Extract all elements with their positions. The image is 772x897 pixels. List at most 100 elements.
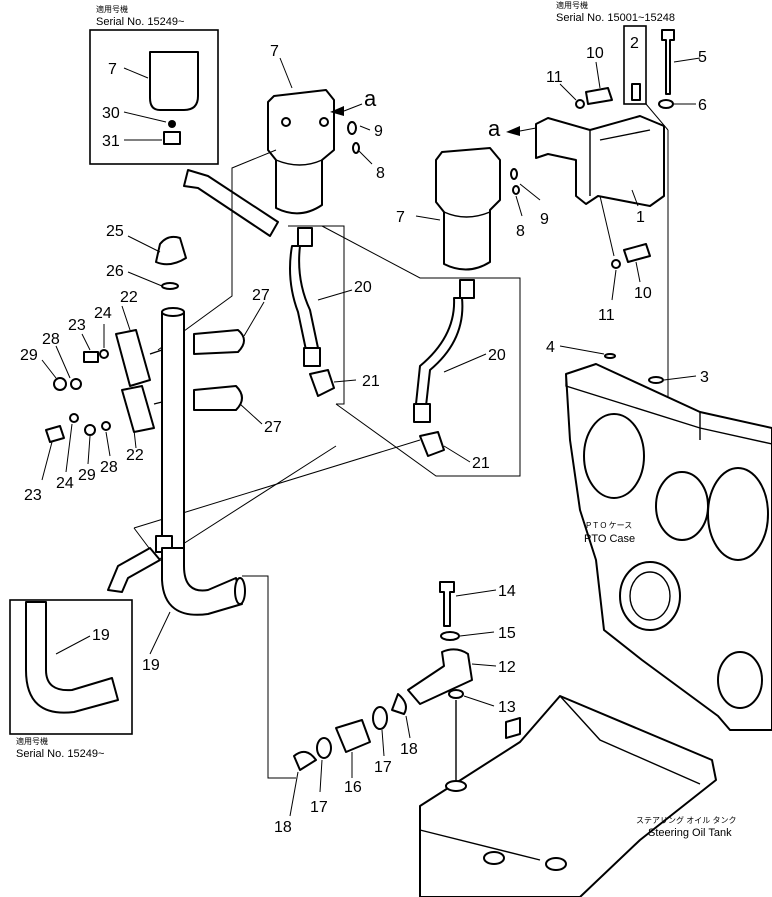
callout-23: 23 bbox=[24, 487, 42, 504]
part-2-plug bbox=[631, 83, 641, 101]
leader-10-low bbox=[635, 261, 641, 283]
part-19-pipe-bend bbox=[161, 547, 243, 616]
tank-boss-1 bbox=[483, 851, 505, 865]
filler-pipe bbox=[127, 235, 246, 655]
caption-inset-bottom-jp: 適用号機 bbox=[16, 736, 48, 746]
part-8-oring bbox=[352, 142, 360, 154]
pto-opening-1 bbox=[583, 413, 645, 499]
leader-21-left bbox=[333, 379, 357, 383]
leader-22-upper bbox=[121, 305, 131, 331]
filter-case-inset bbox=[149, 51, 199, 111]
callout-30: 30 bbox=[102, 105, 120, 122]
bolt-axis-low bbox=[599, 195, 615, 257]
callout-11: 11 bbox=[598, 307, 615, 324]
part-26-gasket bbox=[161, 282, 179, 290]
tank-body bbox=[419, 695, 717, 897]
arrow-inset-top bbox=[183, 169, 279, 237]
callout-28: 28 bbox=[100, 459, 118, 476]
callout-18: 18 bbox=[274, 819, 292, 836]
part-25-cap bbox=[155, 235, 187, 266]
leader-24-lower bbox=[65, 423, 73, 473]
part-8b-oring bbox=[512, 185, 520, 195]
part-23-bolt-lower bbox=[45, 425, 65, 443]
leader-17-left bbox=[319, 759, 323, 793]
callout-21: 21 bbox=[472, 455, 490, 472]
callout-19-inset: 19 bbox=[92, 627, 110, 644]
part-24-washer-lower bbox=[69, 413, 79, 423]
tank-edge-1 bbox=[419, 806, 541, 861]
leader-21-right bbox=[443, 445, 471, 463]
callout-26: 26 bbox=[106, 263, 124, 280]
pipe-vertical bbox=[161, 311, 185, 549]
leader-20-right bbox=[443, 353, 487, 373]
leader-30 bbox=[123, 111, 167, 123]
inset-top-left bbox=[89, 29, 219, 165]
callout-20: 20 bbox=[354, 279, 372, 296]
part-12-elbow bbox=[407, 648, 473, 705]
filter-seam bbox=[275, 159, 323, 166]
tank-boss-2 bbox=[545, 857, 567, 871]
callout-1: 1 bbox=[636, 209, 645, 226]
callout-20: 20 bbox=[488, 347, 506, 364]
leader-13 bbox=[463, 695, 495, 707]
callout-13: 13 bbox=[498, 699, 516, 716]
leader-7-right bbox=[415, 215, 441, 221]
part-3-oring bbox=[648, 376, 664, 384]
filter-body bbox=[267, 89, 335, 215]
leader-28-upper bbox=[55, 345, 71, 379]
callout-6: 6 bbox=[698, 97, 707, 114]
part-1-block bbox=[535, 115, 665, 207]
filter-left bbox=[267, 57, 373, 215]
leader-18-right bbox=[405, 715, 411, 739]
callout-7: 7 bbox=[396, 209, 405, 226]
leader-19 bbox=[149, 611, 171, 655]
caption-serial-right-jp: 適用号機 bbox=[556, 0, 588, 10]
pipe-top-rim bbox=[161, 307, 185, 317]
part-21-elbow-left bbox=[309, 369, 335, 397]
callout-12: 12 bbox=[498, 659, 516, 676]
callout-27: 27 bbox=[264, 419, 282, 436]
leader-9-right bbox=[519, 183, 541, 201]
callout-15: 15 bbox=[498, 625, 516, 642]
leader-10-top bbox=[595, 61, 601, 89]
callout-29: 29 bbox=[78, 467, 96, 484]
part-6-washer bbox=[658, 99, 674, 109]
tank-edge-2 bbox=[559, 695, 701, 785]
part-19-inset bbox=[25, 601, 119, 714]
part-4-oring bbox=[604, 353, 616, 359]
callout-a: a bbox=[488, 116, 501, 141]
part-29-nut-upper bbox=[53, 377, 67, 391]
outlet-assembly bbox=[289, 581, 497, 817]
part-17-ring-left bbox=[316, 737, 332, 759]
caption-pto-en: PTO Case bbox=[584, 533, 635, 545]
part-10-bolt-top bbox=[585, 87, 613, 105]
captions: 適用号機 Serial No. 15249~ 適用号機 Serial No. 1… bbox=[16, 0, 736, 839]
hose-right-top-fitting bbox=[459, 279, 475, 299]
part-27-ubolt-upper bbox=[193, 329, 245, 355]
callout-3: 3 bbox=[700, 369, 709, 386]
part-28-washer-lower bbox=[101, 421, 111, 431]
inset-top-frame bbox=[89, 29, 219, 165]
callout-10: 10 bbox=[634, 285, 652, 302]
block-top-edge bbox=[599, 129, 651, 141]
leader-9-left bbox=[359, 125, 371, 131]
callout-25: 25 bbox=[106, 223, 124, 240]
caption-inset-bottom-en: Serial No. 15249~ bbox=[16, 748, 104, 760]
callout-28: 28 bbox=[42, 331, 60, 348]
leader-8-left bbox=[357, 149, 373, 165]
inset-bottom-left bbox=[9, 599, 133, 735]
hose-right-bottom-fitting bbox=[413, 403, 431, 423]
bracket-link-lower bbox=[153, 401, 163, 405]
inset-bottom-frame bbox=[9, 599, 133, 735]
part-28-washer-upper bbox=[70, 378, 82, 390]
leader-3 bbox=[663, 375, 697, 381]
group-line-6 bbox=[242, 575, 296, 779]
hose-right bbox=[413, 279, 487, 463]
pipe-outlet bbox=[234, 577, 246, 605]
leader-8-right bbox=[515, 195, 523, 217]
part-20-hose-right bbox=[415, 297, 464, 407]
part-21-elbow-right bbox=[419, 431, 445, 457]
filter-right bbox=[415, 147, 541, 271]
leader-15 bbox=[459, 631, 495, 637]
caption-inset-top-en: Serial No. 15249~ bbox=[96, 16, 184, 28]
